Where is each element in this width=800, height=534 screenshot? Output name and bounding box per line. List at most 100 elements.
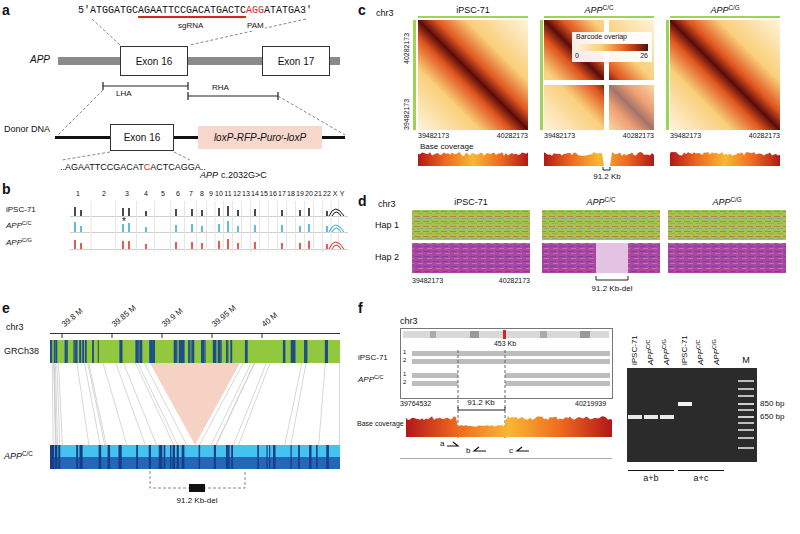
text-label: iPSC-71	[680, 335, 689, 365]
synteny-line	[339, 363, 340, 445]
sequence-text: ACTCAGGA..	[150, 162, 206, 172]
ideogram	[580, 331, 590, 338]
text-label: iPSC-71	[456, 5, 490, 15]
label-group: 39.95 M	[210, 303, 238, 329]
axis-strip	[666, 20, 669, 130]
coordinate-axis	[62, 333, 63, 338]
read-track	[412, 351, 610, 356]
label-group: 21	[314, 190, 322, 198]
axis-strip	[418, 16, 528, 18]
bottom-axis	[400, 458, 612, 459]
text-label: 0	[575, 52, 579, 59]
assembly-bar	[50, 457, 340, 469]
guide-dash	[62, 152, 110, 160]
label-group: 19	[296, 190, 304, 198]
guide-dash	[92, 19, 120, 45]
label-group: 5	[161, 190, 165, 198]
genotype-superscript: C/G	[22, 237, 32, 243]
label-group: a	[440, 439, 444, 449]
label-group: 40282173	[499, 277, 530, 285]
text-label: 39.95 M	[210, 303, 238, 328]
text-label: sgRNA	[178, 21, 203, 30]
label-group: 9	[209, 190, 213, 198]
label-group: 91.2 Kb	[593, 172, 621, 182]
contig-stripe	[218, 340, 221, 363]
synteny-line	[144, 363, 186, 445]
cnv-bar	[175, 242, 177, 249]
read-track	[412, 381, 458, 386]
chromosome-separator	[286, 201, 287, 252]
coverage-track	[418, 152, 528, 166]
contig-stripe	[170, 445, 171, 469]
text-label: iPSC-71	[630, 335, 639, 365]
label-group: b	[2, 181, 11, 198]
chromosome-separator	[295, 201, 296, 252]
label-group: 1	[403, 349, 406, 356]
text-label: APP	[710, 5, 728, 15]
contig-stripe	[164, 445, 166, 469]
label-group: iPSC-71	[456, 5, 490, 16]
arm-bracket	[188, 92, 278, 100]
cnv-bar	[191, 209, 193, 216]
label-group: chr3	[376, 8, 394, 19]
linked-reads	[668, 243, 786, 273]
cnv-bar	[128, 208, 130, 216]
cnv-bar	[254, 209, 256, 216]
text-label: Base coverage	[357, 420, 404, 427]
cnv-bar	[175, 225, 177, 232]
cnv-bar	[308, 241, 310, 249]
text-label: 91.2 Kb-del	[177, 496, 218, 505]
text-label: APP	[712, 349, 721, 365]
label-group: APPC/C	[646, 339, 656, 365]
agarose-gel	[738, 447, 754, 449]
contig-stripe	[326, 445, 329, 469]
lane-underline	[628, 470, 724, 471]
ideogram	[503, 330, 506, 339]
coordinate-axis	[162, 333, 163, 338]
label-group: APPC/C	[4, 451, 33, 462]
label-group: 16	[269, 190, 277, 198]
cassette-box: loxP-RFP-Puroʳ-loxP	[198, 126, 322, 149]
contig-stripe	[305, 340, 308, 363]
label-group: Y	[340, 190, 345, 198]
cnv-bar	[237, 210, 239, 216]
genotype-superscript: C/G	[728, 4, 739, 11]
read-track	[412, 373, 458, 378]
lane-underline	[678, 470, 724, 471]
label-group: 453 Kb	[493, 340, 517, 348]
contig-stripe	[98, 340, 99, 363]
box-text: Exon 16	[136, 56, 173, 67]
cnv-bar	[227, 239, 229, 249]
cnv-bar	[218, 224, 220, 232]
contig-stripe	[269, 445, 270, 469]
panel-letter: e	[2, 300, 10, 316]
panel-letter: a	[2, 2, 10, 18]
read-track	[505, 381, 610, 386]
contig-stripe	[182, 445, 185, 469]
text-label: APP	[6, 221, 22, 230]
agarose-gel	[738, 409, 754, 411]
text-label: LHA	[116, 89, 132, 98]
label-group: 17	[278, 190, 286, 198]
text-label: 40282173	[623, 132, 654, 139]
deleted-region	[150, 363, 240, 445]
agarose-gel	[738, 429, 754, 431]
read-track	[505, 373, 610, 378]
label-group: sgRNA	[178, 21, 203, 31]
primer-arrow	[474, 447, 486, 451]
label-group: a+c	[694, 473, 709, 484]
genotype-superscript: C/C	[22, 450, 33, 457]
cnv-bar	[201, 243, 203, 249]
text-label: 2	[403, 379, 406, 385]
deletion-block	[189, 484, 205, 492]
label-group: 2	[403, 357, 406, 364]
sequence-text: C	[144, 162, 151, 172]
box-text: Exon 16	[124, 132, 161, 143]
linked-reads	[412, 243, 530, 273]
axis-strip	[413, 20, 416, 130]
agarose-gel	[738, 380, 754, 382]
label-group: 4	[144, 190, 148, 198]
label-group: e	[2, 300, 10, 317]
box-text: loxP-RFP-Puroʳ-loxP	[214, 132, 306, 143]
coordinate-axis	[262, 333, 263, 338]
